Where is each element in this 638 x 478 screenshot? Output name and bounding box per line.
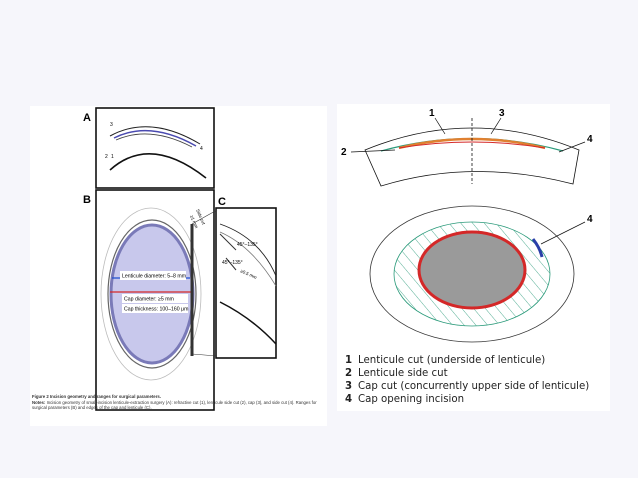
legend-number: 2 [345,368,353,379]
legend-number: 3 [345,381,353,392]
lenticule-min-label: ≥0.5 mm [240,268,258,280]
left-figure-drawing: A 3 2 1 4 B Side cut ≥1 mm Lenticule dia… [83,107,277,411]
cap-arc-blue [113,129,197,147]
right-figure: 1 3 2 4 4 1 Lenticule cut (underside of … [337,104,610,411]
legend-number: 1 [345,355,353,366]
cap-diameter-box [122,294,188,303]
lenticule-arc [115,133,193,148]
panel-a-label: A [83,112,91,124]
right-figure-drawing: 1 3 2 4 4 [341,108,593,343]
zoom-line-bottom [191,353,218,357]
c-side-cut-2 [225,257,237,271]
legend-item: 4 Cap opening incision [345,393,607,406]
c-lenticule-line [219,231,277,287]
lenticule-label: Lenticule diameter: 5–8 mm [122,274,186,280]
caption-notes-label: Notes: [32,399,46,405]
callout-2-line [350,149,396,153]
c-side-cut-1 [219,233,237,251]
c-cap-line [219,223,277,277]
legend-text: Lenticule cut (underside of lenticule) [358,355,546,366]
callout-1: 1 [429,108,435,119]
panel-c-label: C [218,196,226,208]
cap-arc-outer [109,126,201,145]
callout-1-line [434,117,446,135]
cap-thickness-box [122,304,188,313]
legend-item: 2 Lenticule side cut [345,367,607,380]
callout-3: 3 [499,108,505,119]
a-num-2: 2 [105,154,108,160]
cornea-section [364,127,580,187]
panel-a-frame [95,107,215,189]
callout-4-bottom: 4 [587,214,593,225]
cap-opening-incision [531,238,544,258]
legend-text: Cap cut (concurrently upper side of lent… [358,381,590,392]
angle-label-2: 45°–135° [222,260,243,266]
lenticule-label-box [120,271,186,280]
c-cornea-line [219,301,277,345]
lenticule-area [417,230,527,310]
a-num-1: 1 [111,154,114,160]
a-num-4: 4 [200,146,203,152]
figure-caption: Figure 2 Incision geometry and ranges fo… [32,394,326,411]
legend-item: 1 Lenticule cut (underside of lenticule) [345,354,607,367]
a-num-3: 3 [110,122,113,128]
callout-2: 2 [341,147,347,158]
cornea-arc [109,153,207,179]
cap-diameter-label: Cap diameter: ≥5 mm [124,297,174,303]
side-cut-value: ≥1 mm [189,214,199,229]
caption-notes-text: Incision geometry of small-incision lent… [32,399,317,411]
callout-4-top: 4 [587,134,593,145]
legend-text: Lenticule side cut [358,368,448,379]
callout-4-line [558,141,586,153]
eye-outline [100,207,202,381]
angle-label-1: 45°–135° [237,242,258,248]
legend-number: 4 [345,394,353,405]
panel-b-label: B [83,194,91,206]
callout-3-line [490,117,502,135]
left-figure: A 3 2 1 4 B Side cut ≥1 mm Lenticule dia… [30,106,327,426]
lenticule-underside-line [398,141,546,149]
callout-4-bottom-line [540,221,586,245]
legend-item: 3 Cap cut (concurrently upper side of le… [345,380,607,393]
zoom-line-top [191,209,218,225]
caption-title: Figure 2 Incision geometry and ranges fo… [32,394,161,399]
cap-ring [107,219,197,369]
side-cut-label: Side cut [195,208,206,226]
legend-text: Cap opening incision [358,394,465,405]
cap-thickness-label: Cap thickness: 100–160 μm [124,307,188,313]
legend: 1 Lenticule cut (underside of lenticule)… [345,354,607,406]
